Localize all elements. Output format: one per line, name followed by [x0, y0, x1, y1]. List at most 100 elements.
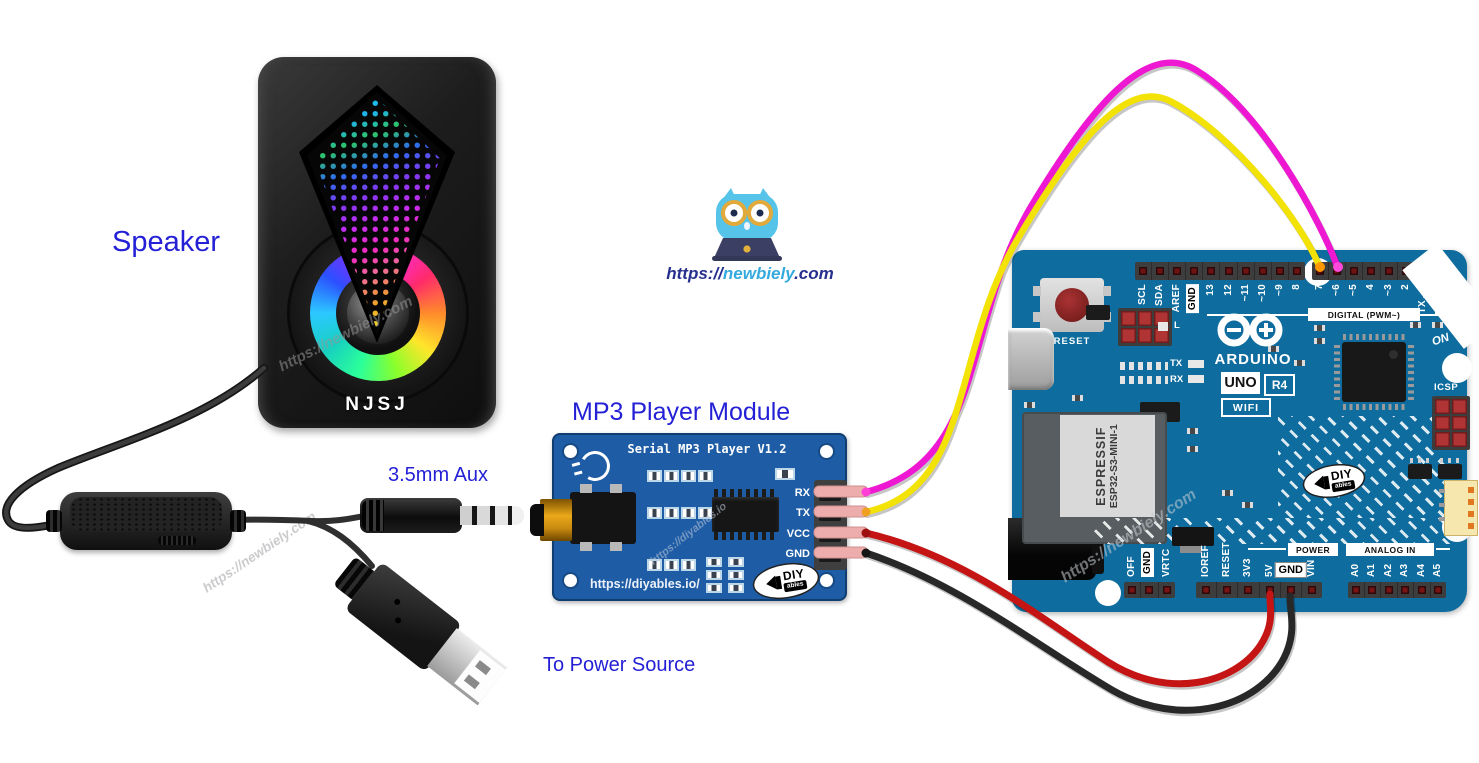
speaker-callout-label: Speaker	[112, 226, 221, 258]
newbiely-brand-text: https://newbiely.com	[666, 264, 834, 283]
rx-led-label: RX	[1170, 374, 1184, 385]
pin-label: OFF	[1126, 556, 1138, 577]
smd-component	[728, 557, 744, 567]
pin-label: 3V3	[1242, 558, 1254, 577]
pin-label: 2	[1399, 284, 1411, 290]
audio-jack-barrel	[540, 499, 572, 541]
pin-label: 5V	[1263, 564, 1275, 577]
pin-label: SDA	[1154, 284, 1166, 307]
analog-section-label: ANALOG IN	[1346, 543, 1434, 556]
pin-label: ~9	[1273, 284, 1285, 297]
battery-connector	[1439, 480, 1478, 536]
pin-cell-d6: ~6	[1329, 262, 1347, 296]
pin-cell-gnd: GND	[1274, 562, 1307, 598]
mounting-hole	[820, 445, 833, 458]
mounting-hole	[564, 574, 577, 587]
smd-component	[706, 583, 722, 593]
pin-label: 4	[1365, 284, 1377, 290]
pin-label: IOREF	[1200, 544, 1212, 577]
mp3-decoder-chip	[712, 497, 779, 532]
pin-cell: SCL	[1135, 262, 1153, 305]
esp32-module-label: ESPRESSIF ESP32-S3-MINI-1	[1060, 415, 1155, 517]
volume-wheel[interactable]	[158, 536, 196, 545]
pin-cell: 4	[1363, 262, 1381, 290]
mounting-hole	[1442, 353, 1472, 383]
aux-plug-tip	[460, 506, 524, 525]
regulator-component	[1172, 527, 1214, 553]
newbiely-owl-icon	[712, 188, 782, 261]
pin-cell: 3V3	[1238, 558, 1260, 598]
arduino-wordmark: ARDUINO	[1214, 351, 1292, 368]
pin-cell: IOREF	[1196, 545, 1218, 598]
smd-component	[664, 507, 679, 519]
pin-label: RESET	[1221, 542, 1233, 577]
tx-led-label: TX	[1170, 358, 1183, 369]
speaker: NJSJ	[258, 57, 496, 428]
pin-label: ~6	[1331, 284, 1343, 297]
pin-cell: 8	[1289, 262, 1305, 290]
pin-cell: A5	[1431, 564, 1447, 598]
smd-component	[647, 559, 662, 571]
wifi-badge: WIFI	[1221, 398, 1271, 417]
smd-component	[664, 470, 679, 482]
analog-header: A0 A1 A2 A3 A4 A5	[1348, 564, 1447, 598]
usb-a-plug	[321, 543, 523, 723]
pin-cell: A3	[1398, 564, 1414, 598]
pin-label: VIN	[1305, 559, 1317, 577]
mp3-pin-tx: TX	[795, 507, 810, 519]
pin-cell: OFF	[1124, 556, 1142, 598]
pin-cell: VIN	[1302, 559, 1322, 598]
mp3-pin-gnd: GND	[785, 548, 810, 560]
smd-component	[681, 470, 696, 482]
aux-power-header: OFF GND VRTC	[1124, 547, 1175, 598]
pin-label: A3	[1399, 563, 1411, 577]
pin-cell: A2	[1381, 564, 1398, 598]
smd-component	[647, 507, 662, 519]
pin-label: ~5	[1348, 284, 1360, 297]
pin-label-gnd: GND	[1186, 284, 1200, 314]
renesas-mcu-chip	[1342, 342, 1406, 402]
icsp-label: ICSP	[1434, 382, 1459, 393]
mp3-pin-vcc: VCC	[786, 528, 810, 540]
pin-cell: ~5	[1346, 262, 1364, 296]
pin-label: A1	[1366, 563, 1378, 577]
smd-component	[647, 470, 662, 482]
smd-transistor	[1086, 305, 1110, 320]
pin-label: ~10	[1256, 284, 1268, 302]
pin-label: VRTC	[1160, 548, 1172, 577]
pin-label-gnd: GND	[1274, 562, 1307, 578]
pin-cell: SDA	[1152, 262, 1170, 306]
smd-component	[775, 468, 795, 480]
arduino-infinity-icon	[1217, 313, 1283, 347]
smd-component	[706, 557, 722, 567]
mounting-hole	[1095, 580, 1121, 606]
smd-component	[728, 570, 744, 580]
speaker-grille	[294, 85, 460, 343]
smd-component	[681, 559, 696, 571]
pin-cell: AREF	[1169, 262, 1187, 312]
mounting-hole	[820, 574, 833, 587]
pin-cell: VRTC	[1159, 549, 1175, 598]
icsp-header	[1432, 396, 1470, 450]
power-header: IOREF RESET 3V3 5V GND VIN	[1196, 542, 1322, 598]
speaker-brand-text: NJSJ	[345, 394, 409, 415]
inline-volume-control[interactable]	[46, 492, 246, 550]
usb-c-port	[1008, 328, 1054, 390]
pin-cell: 13	[1203, 262, 1221, 296]
mp3-board-title: Serial MP3 Player V1.2	[627, 442, 787, 456]
pin-cell-5v: 5V	[1260, 564, 1281, 598]
pin-cell: ~3	[1381, 262, 1398, 296]
pin-cell: A4	[1414, 564, 1431, 598]
pin-label: A4	[1415, 563, 1427, 577]
r4-badge: R4	[1264, 374, 1295, 396]
diyables-logo: DIY ables	[751, 560, 821, 602]
pin-cell: ~9	[1272, 262, 1289, 296]
pin-cell: ~10	[1255, 262, 1272, 302]
audio-jack	[570, 492, 636, 544]
pin-cell: GND	[1186, 262, 1204, 314]
mp3-callout-label: MP3 Player Module	[572, 398, 791, 426]
audio-jack-entry	[530, 504, 544, 536]
led-l-label: L	[1174, 320, 1180, 331]
smd-component	[664, 559, 679, 571]
pin-label: SCL	[1137, 284, 1149, 305]
